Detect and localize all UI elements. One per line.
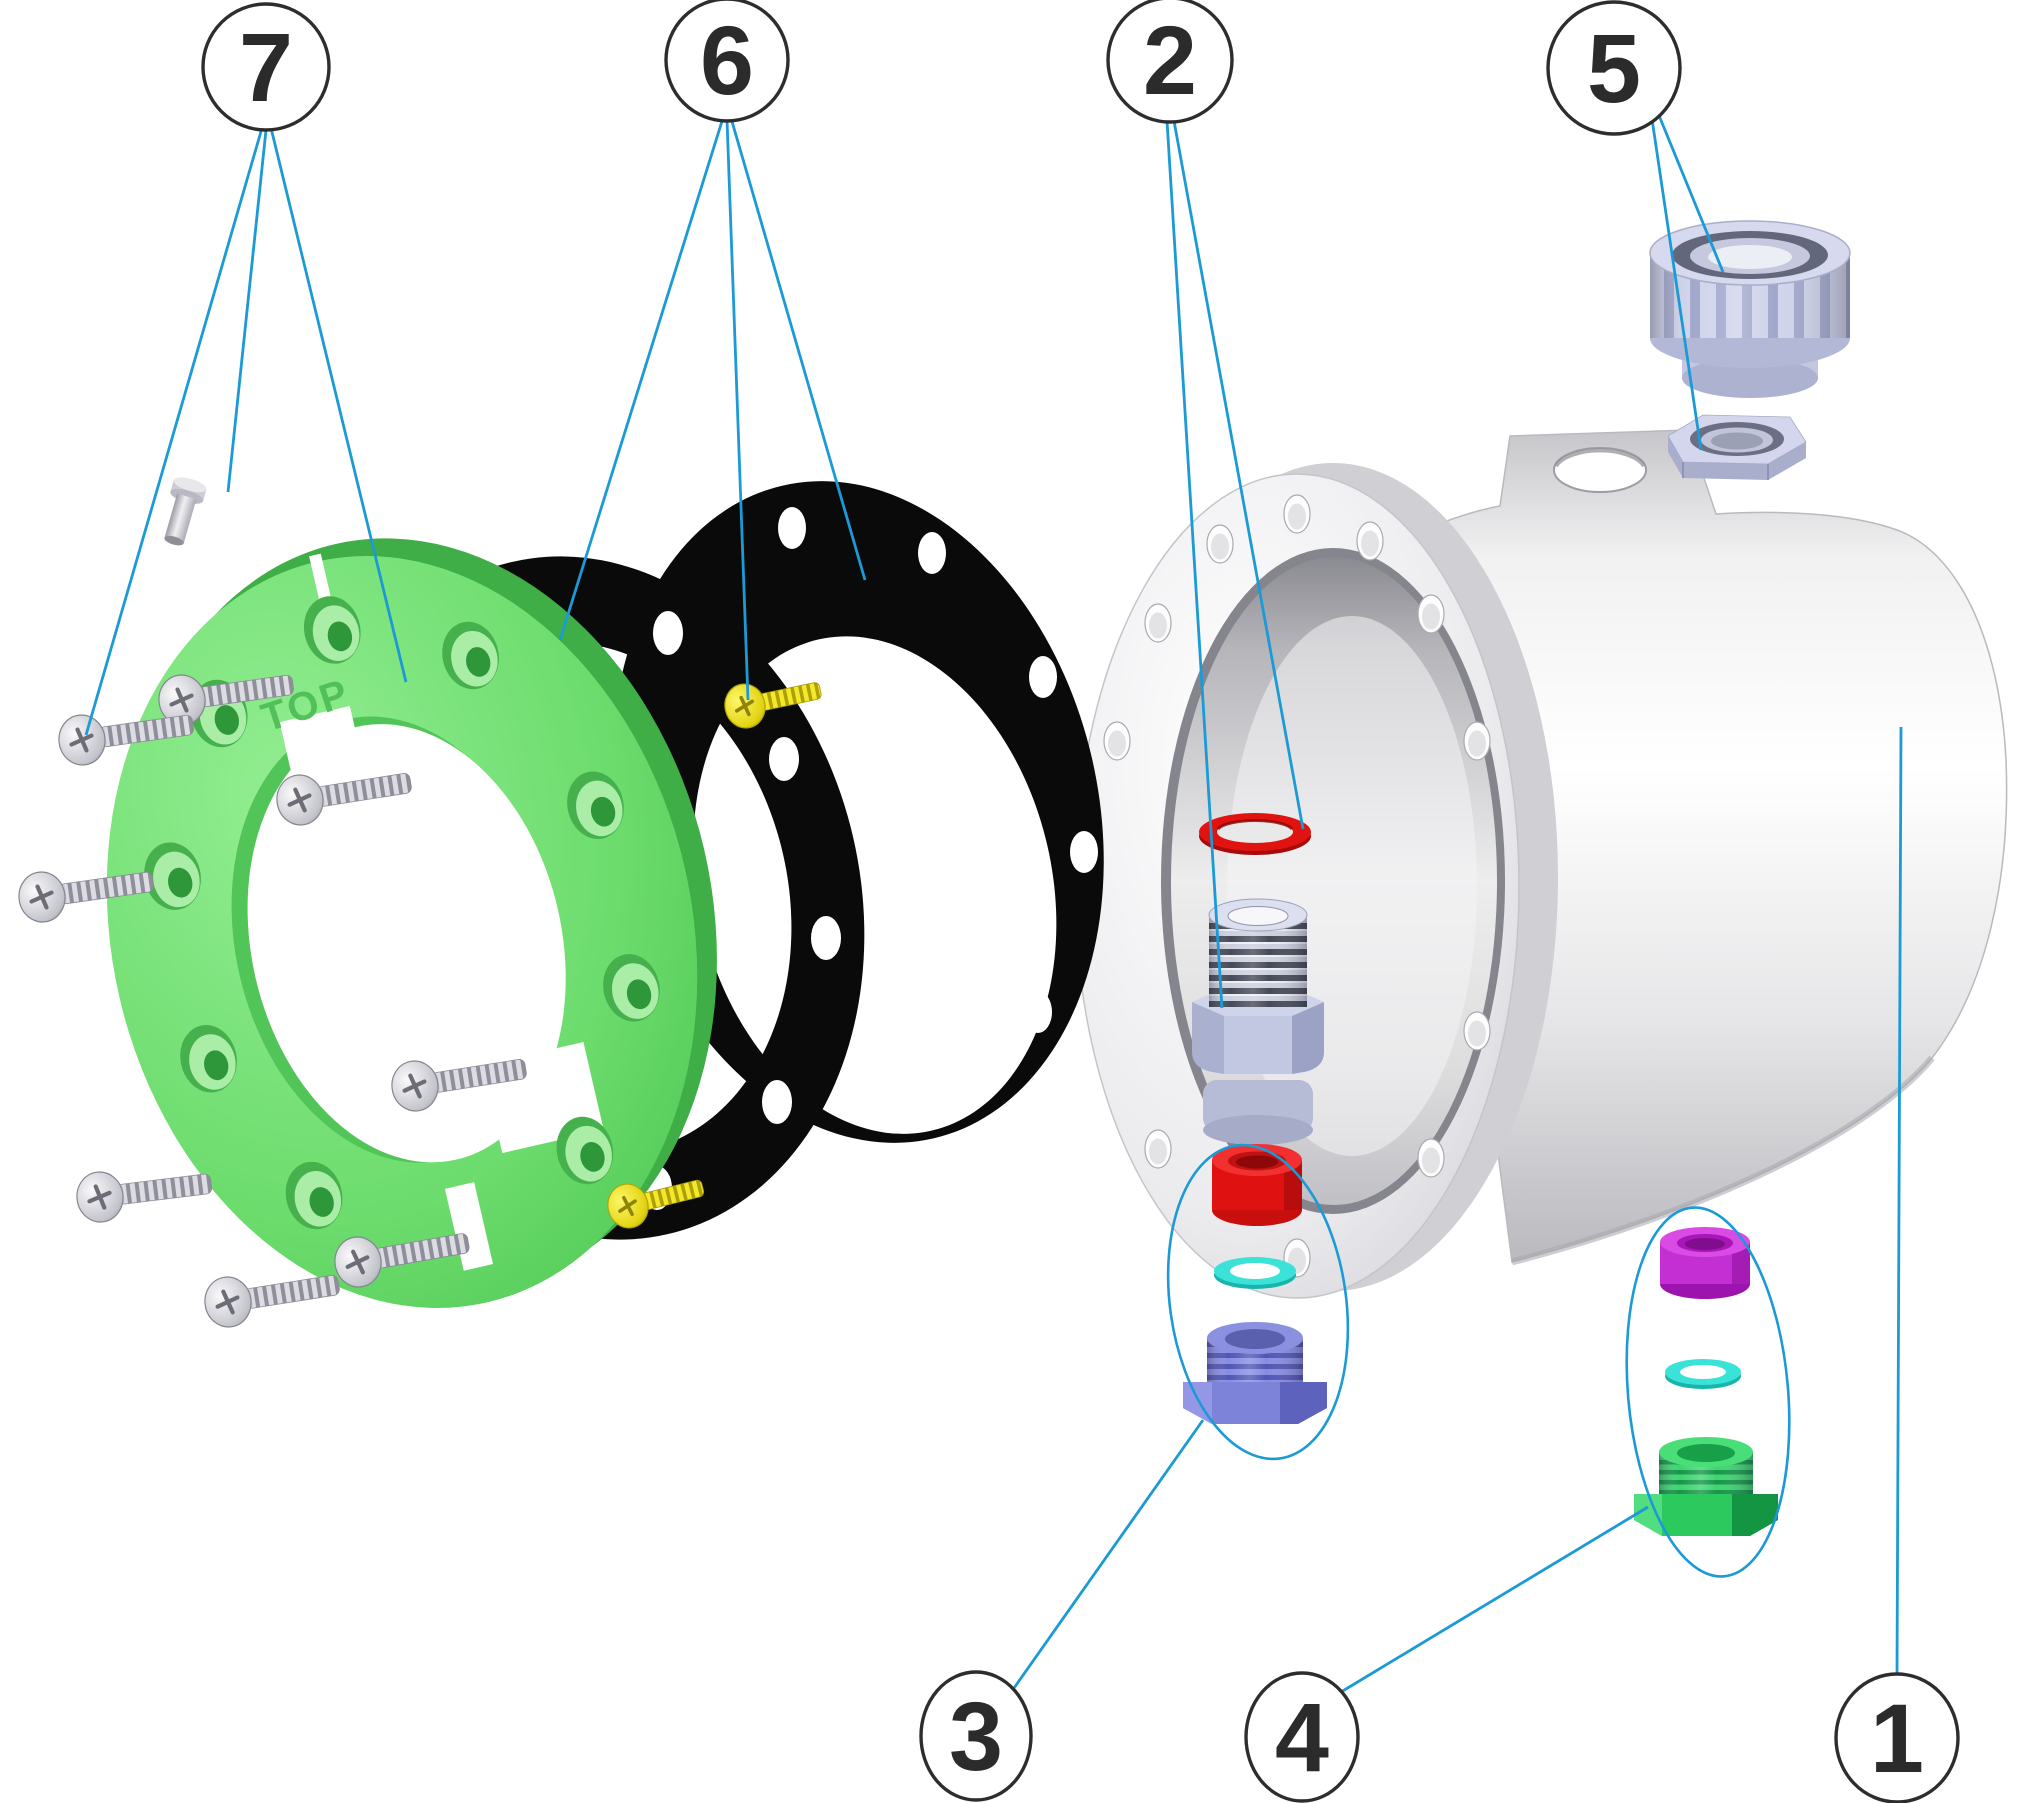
fitting-tail-bottom [1203, 1115, 1313, 1145]
red-oring-hole [1217, 821, 1293, 843]
cyan-oring-1 [1214, 1257, 1296, 1289]
leader-7-pin [226, 129, 268, 493]
fitting-hex-left [1192, 1002, 1224, 1074]
screw-5 [74, 1159, 214, 1225]
dowel-pin [164, 477, 207, 546]
purple-plug [1183, 1322, 1327, 1424]
leader-1-housing [1895, 726, 1903, 1675]
mount-lug-hole-rim [1554, 448, 1646, 468]
green-fixing-flange [106, 538, 717, 1308]
callout-7-number: 7 [239, 13, 293, 122]
leader-2-oring [1172, 120, 1305, 830]
flange-bottom-slot [444, 1182, 494, 1271]
callout-3-number: 3 [949, 1682, 1003, 1791]
callout-7: 7 [201, 2, 331, 132]
red-bushing [1212, 1144, 1302, 1226]
lock-nut-front [1668, 436, 1806, 480]
union-nut-neck-bottom [1682, 358, 1818, 398]
leader-5-union-nut [1656, 112, 1725, 273]
red-oring [1199, 813, 1311, 855]
callouts: 7 6 2 5 3 4 1 [201, 0, 1960, 1803]
leader-6-gasket-front [729, 117, 867, 581]
cyan-oring-2 [1665, 1359, 1741, 1389]
leader-6-yellow-screw [725, 119, 750, 701]
leader-7-screw [84, 127, 264, 736]
leader-5-lock-nut [1650, 118, 1703, 451]
callout-6: 6 [664, 0, 790, 123]
callout-1: 1 [1834, 1672, 1960, 1803]
callout-4-number: 4 [1275, 1683, 1329, 1792]
union-nut [1649, 220, 1851, 398]
leader-lines [84, 112, 1903, 1694]
fitting-hex-front [1224, 1016, 1292, 1074]
leader-7-flange [269, 127, 408, 683]
callout-2: 2 [1106, 0, 1234, 124]
green-plug [1634, 1437, 1778, 1536]
callout-6-number: 6 [700, 6, 754, 115]
leader-3-group [1012, 1419, 1205, 1689]
flange-top-slit [309, 553, 334, 610]
lock-nut-facet-lines [1682, 462, 1769, 480]
fitting-hex-right [1292, 1002, 1324, 1074]
housing-bore-back [1227, 616, 1477, 1156]
leader-6-gasket-back [558, 117, 725, 641]
callout-4: 4 [1244, 1671, 1360, 1803]
threaded-inner-fitting [1192, 898, 1324, 1145]
callout-3: 3 [919, 1670, 1033, 1802]
leader-2-fitting [1165, 120, 1224, 1009]
plug-set-purple [1166, 1143, 1350, 1461]
callout-2-number: 2 [1143, 6, 1197, 115]
callout-5-number: 5 [1587, 14, 1641, 123]
grouping-ellipse-4 [1625, 1206, 1791, 1578]
red-oring-inner-rim [1216, 819, 1294, 831]
flange-inner-opening [247, 724, 566, 1163]
lock-nut-hole [1711, 432, 1763, 450]
magenta-bushing [1660, 1227, 1750, 1299]
grouping-ellipse-3 [1166, 1143, 1350, 1461]
lock-nut [1667, 414, 1807, 480]
callout-5: 5 [1546, 0, 1682, 136]
flange-top-keyway [279, 705, 363, 779]
mount-lug-hole [1553, 447, 1647, 493]
leader-4-group [1340, 1505, 1649, 1694]
union-nut-hole [1708, 245, 1792, 269]
fitting-top-hole [1227, 906, 1289, 926]
callout-1-number: 1 [1870, 1684, 1924, 1793]
plug-set-green [1625, 1206, 1791, 1578]
